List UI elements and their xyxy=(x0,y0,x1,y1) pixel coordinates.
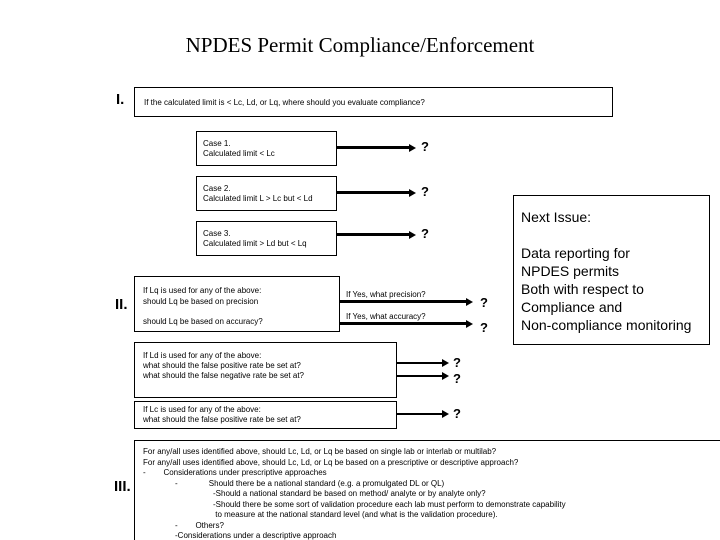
section-3-line: For any/all uses identified above, shoul… xyxy=(143,447,497,456)
precision-label: If Yes, what precision? xyxy=(346,290,426,299)
case-2-title: Case 2. xyxy=(203,184,231,193)
section-3-line: - Others? xyxy=(175,521,224,530)
ld-line-3: what should the false negative rate be s… xyxy=(143,371,304,380)
lq-line-1: If Lq is used for any of the above: xyxy=(143,286,262,295)
case-1-answer: ? xyxy=(421,139,429,154)
lc-line-1: If Lc is used for any of the above: xyxy=(143,405,261,414)
next-issue-line: Data reporting for xyxy=(521,245,630,261)
arrow xyxy=(397,362,443,364)
lq-box: If Lq is used for any of the above: shou… xyxy=(134,276,340,332)
ld-answer-1: ? xyxy=(453,355,461,370)
section-3-line: - Considerations under prescriptive appr… xyxy=(143,468,327,477)
next-issue-box: Next Issue: Data reporting for NPDES per… xyxy=(513,195,710,345)
section-3-line: -Should a national standard be based on … xyxy=(213,489,486,498)
lq-line-2: should Lq be based on precision xyxy=(143,297,259,306)
section-1-question: If the calculated limit is < Lc, Ld, or … xyxy=(144,98,425,107)
next-issue-line: NPDES permits xyxy=(521,263,620,279)
section-3-line: For any/all uses identified above, shoul… xyxy=(143,458,519,467)
precision-answer: ? xyxy=(480,295,488,310)
section-3-numeral: III. xyxy=(114,478,131,495)
arrow xyxy=(340,322,467,325)
accuracy-label: If Yes, what accuracy? xyxy=(346,312,426,321)
next-issue-line: Non-compliance monitoring xyxy=(521,317,692,333)
case-3-text: Calculated limit > Ld but < Lq xyxy=(203,239,307,248)
case-2-box: Case 2. Calculated limit L > Lc but < Ld xyxy=(196,176,337,211)
accuracy-answer: ? xyxy=(480,320,488,335)
case-2-answer: ? xyxy=(421,184,429,199)
ld-line-1: If Ld is used for any of the above: xyxy=(143,351,262,360)
arrow xyxy=(337,233,410,236)
ld-box: If Ld is used for any of the above: what… xyxy=(134,342,397,398)
section-1-numeral: I. xyxy=(116,91,125,108)
section-2-numeral: II. xyxy=(115,296,128,313)
lc-answer: ? xyxy=(453,406,461,421)
arrow xyxy=(337,146,410,149)
case-3-box: Case 3. Calculated limit > Ld but < Lq xyxy=(196,221,337,256)
arrow xyxy=(397,375,443,377)
lq-line-3: should Lq be based on accuracy? xyxy=(143,317,263,326)
section-3-line: -Should there be some sort of validation… xyxy=(213,500,566,509)
case-1-box: Case 1. Calculated limit < Lc xyxy=(196,131,337,166)
section-1-question-box: If the calculated limit is < Lc, Ld, or … xyxy=(134,87,613,117)
next-issue-line: Compliance and xyxy=(521,299,623,315)
arrow xyxy=(397,413,443,415)
next-issue-line: Both with respect to xyxy=(521,281,644,297)
ld-answer-2: ? xyxy=(453,371,461,386)
next-issue-heading: Next Issue: xyxy=(521,209,592,225)
case-3-answer: ? xyxy=(421,226,429,241)
ld-line-2: what should the false positive rate be s… xyxy=(143,361,301,370)
case-1-text: Calculated limit < Lc xyxy=(203,149,275,158)
lc-line-2: what should the false positive rate be s… xyxy=(143,415,301,424)
arrow xyxy=(337,191,410,194)
case-1-title: Case 1. xyxy=(203,139,231,148)
case-3-title: Case 3. xyxy=(203,229,231,238)
section-3-box: For any/all uses identified above, shoul… xyxy=(134,440,720,540)
arrow xyxy=(340,300,467,303)
case-2-text: Calculated limit L > Lc but < Ld xyxy=(203,194,313,203)
page-title: NPDES Permit Compliance/Enforcement xyxy=(185,33,535,57)
section-3-line: - Should there be a national standard (e… xyxy=(175,479,445,488)
lc-box: If Lc is used for any of the above: what… xyxy=(134,401,397,429)
section-3-line: -Considerations under a descriptive appr… xyxy=(175,531,337,540)
section-3-line: to measure at the national standard leve… xyxy=(213,510,498,519)
